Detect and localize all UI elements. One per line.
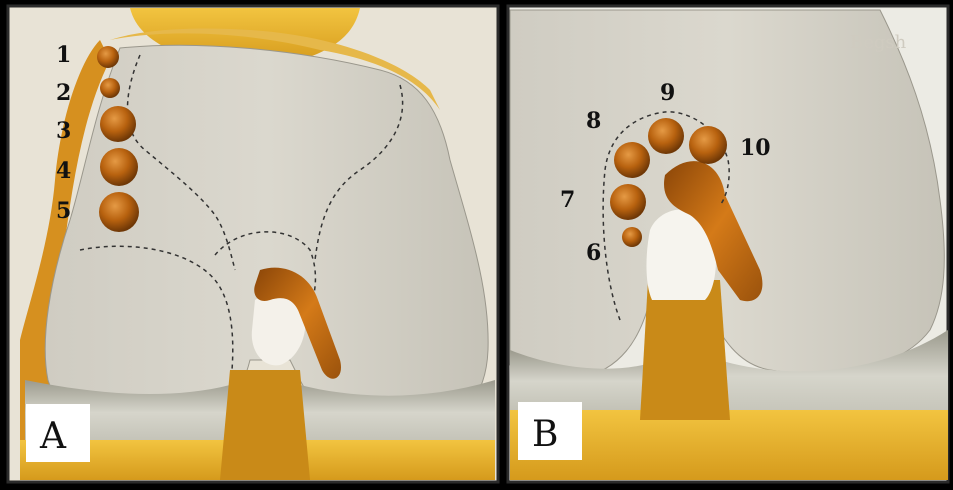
tibial-spine-a: [220, 370, 310, 480]
panel-label-a: A: [39, 416, 67, 457]
marker-2: [100, 78, 120, 98]
watermark: Begsh: [850, 32, 907, 53]
marker-label-9: 9: [660, 80, 675, 106]
marker-9: [648, 118, 684, 154]
marker-7: [610, 184, 646, 220]
marker-4: [100, 148, 138, 186]
marker-label-2: 2: [56, 80, 71, 106]
marker-label-4: 4: [56, 158, 71, 184]
marker-label-6: 6: [586, 240, 601, 266]
marker-1: [97, 46, 119, 68]
marker-label-8: 8: [586, 108, 601, 134]
marker-label-10: 10: [740, 135, 771, 161]
panel-label-b: B: [532, 414, 558, 455]
marker-label-5: 5: [56, 198, 71, 224]
panel-b: 6 7 8 9 10 Begsh B: [508, 6, 948, 482]
marker-8: [614, 142, 650, 178]
marker-3: [100, 106, 136, 142]
marker-label-7: 7: [560, 187, 575, 213]
marker-6: [622, 227, 642, 247]
panel-a: 1 2 3 4 5 A: [8, 6, 498, 482]
marker-label-1: 1: [56, 42, 71, 68]
marker-label-3: 3: [56, 118, 71, 144]
marker-10: [689, 126, 727, 164]
marker-5: [99, 192, 139, 232]
tibial-spine-b: [640, 280, 730, 420]
